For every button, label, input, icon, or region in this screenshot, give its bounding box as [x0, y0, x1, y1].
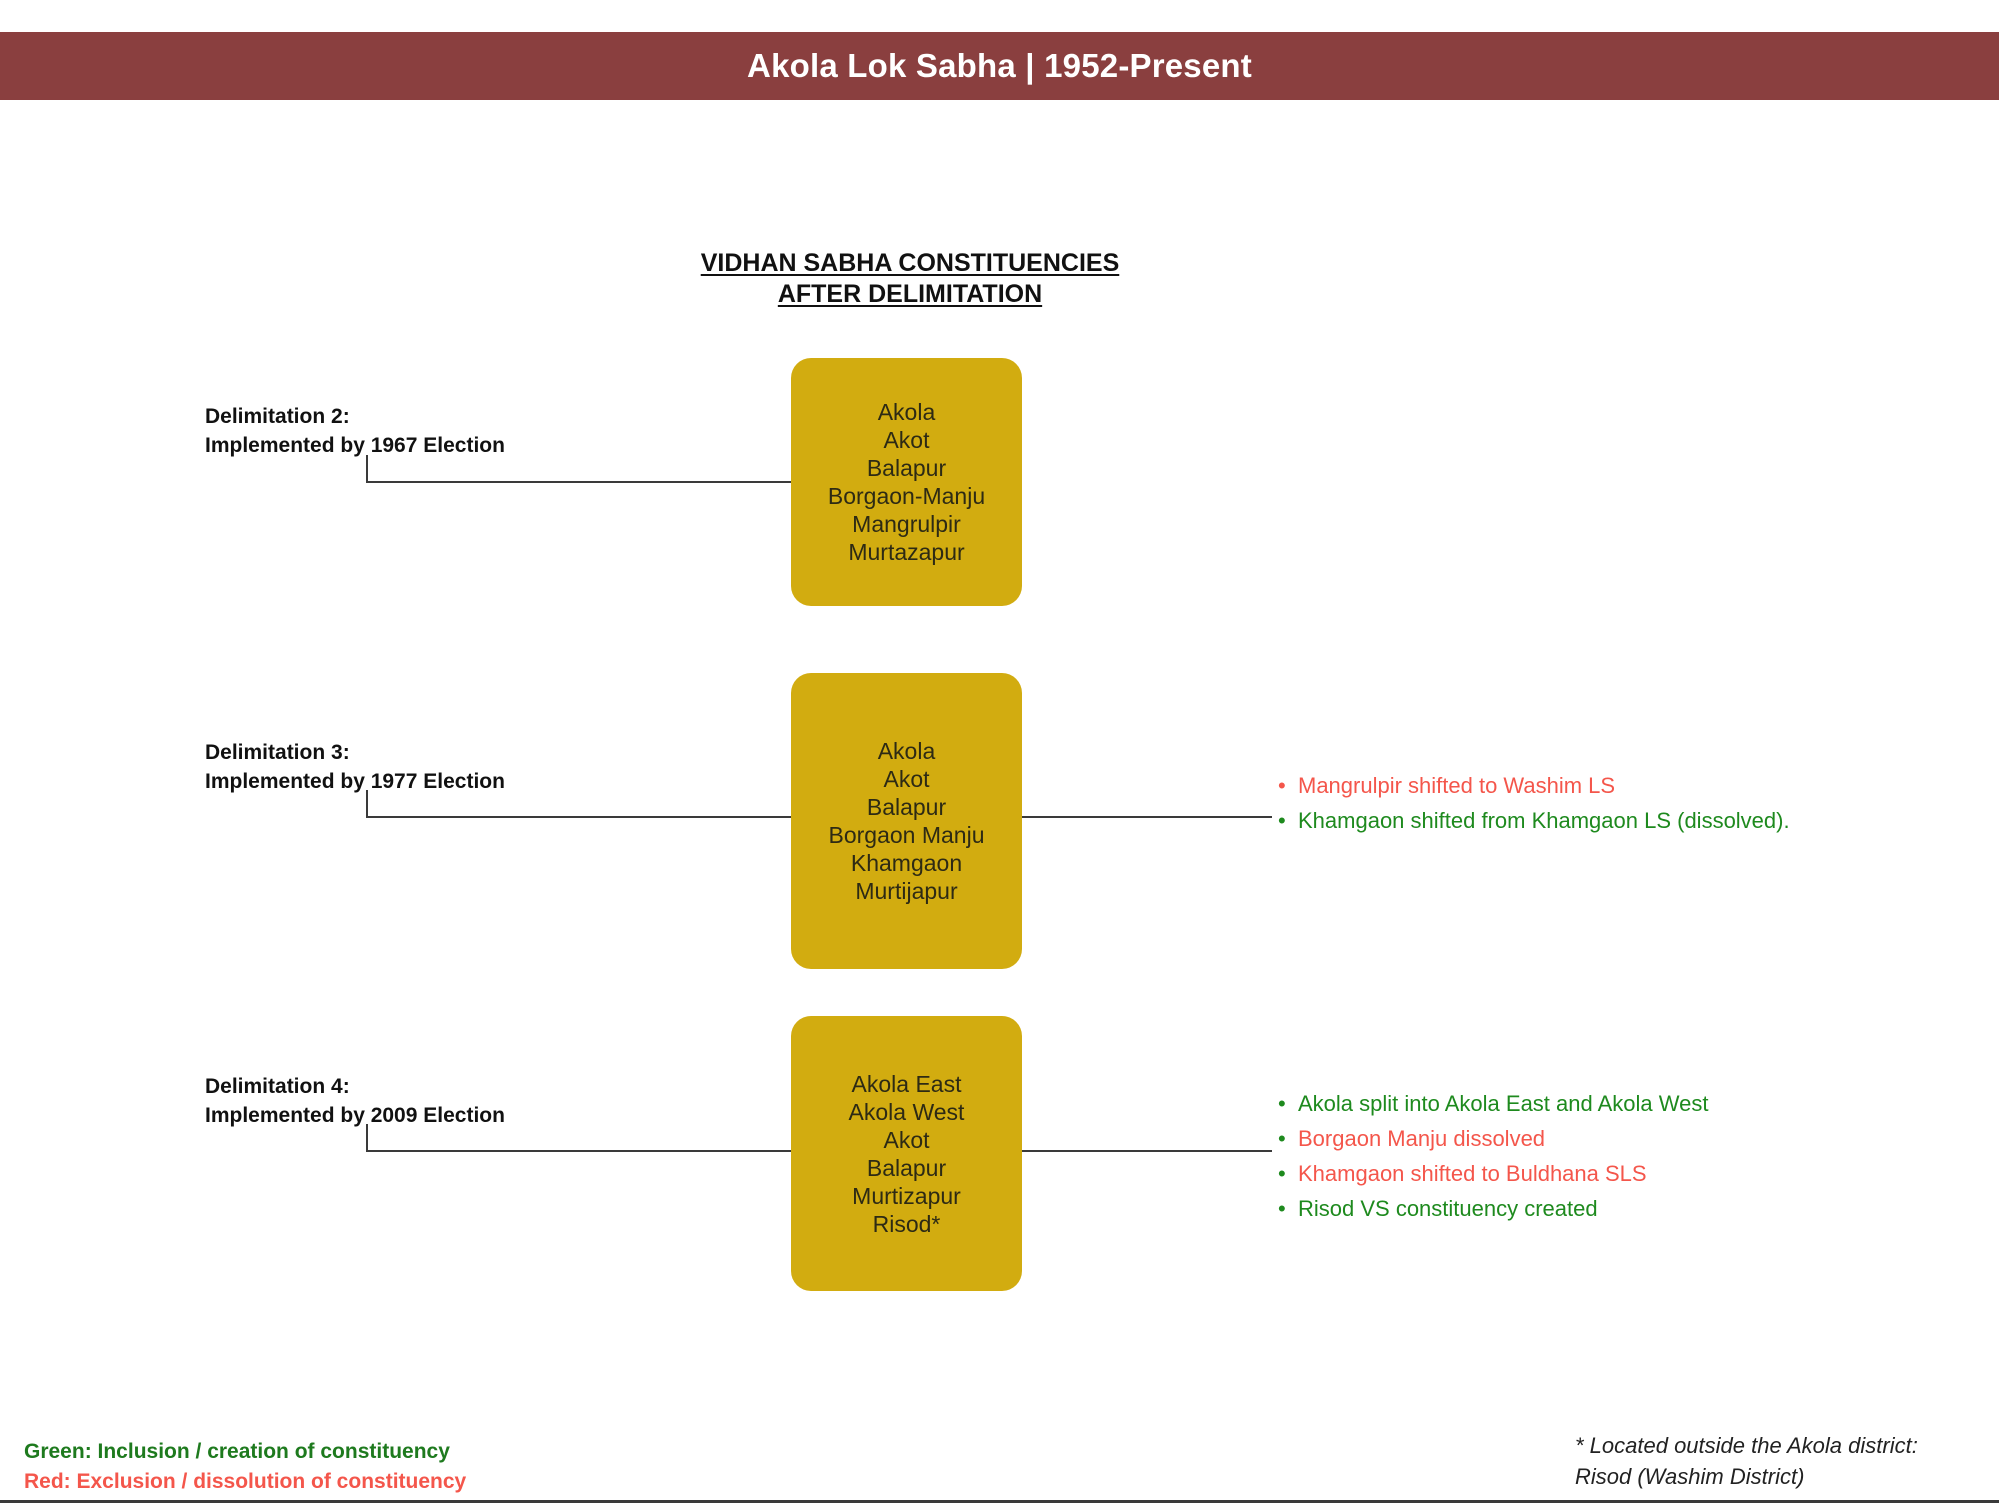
constituency-list-3: Akola Akot Balapur Borgaon Manju Khamgao… — [829, 737, 985, 905]
note-item: • Khamgaon shifted from Khamgaon LS (dis… — [1278, 803, 1790, 838]
constituency-item: Khamgaon — [850, 850, 963, 876]
delimitation-label-4-line-2: Implemented by 2009 Election — [205, 1104, 505, 1127]
constituency-item: Akot — [883, 766, 930, 792]
legend: Green: Inclusion / creation of constitue… — [24, 1437, 466, 1497]
constituency-item: Akola — [877, 738, 936, 764]
constituency-item: Mangrulpir — [852, 511, 961, 537]
bullet-icon: • — [1278, 773, 1286, 798]
bullet-icon: • — [1278, 1091, 1286, 1116]
constituency-item: Akot — [883, 427, 930, 453]
constituency-item: Borgaon-Manju — [827, 483, 986, 509]
note-item: • Borgaon Manju dissolved — [1278, 1121, 1709, 1156]
bullet-icon: • — [1278, 808, 1286, 833]
note-item: • Akola split into Akola East and Akola … — [1278, 1086, 1709, 1121]
legend-green-line: Green: Inclusion / creation of constitue… — [24, 1440, 450, 1463]
constituency-item: Balapur — [866, 794, 947, 820]
notes-delimitation-3: • Mangrulpir shifted to Washim LS • Kham… — [1278, 768, 1790, 838]
delimitation-label-2: Delimitation 2: Implemented by 1967 Elec… — [205, 402, 505, 460]
constituency-item: Akola West — [848, 1098, 965, 1125]
note-item: • Mangrulpir shifted to Washim LS — [1278, 768, 1790, 803]
legend-red-line: Red: Exclusion / dissolution of constitu… — [24, 1470, 467, 1493]
footnote-line-1: * Located outside the Akola district: — [1575, 1433, 1918, 1458]
footnote: * Located outside the Akola district: Ri… — [1575, 1430, 1918, 1492]
note-text: Khamgaon shifted to Buldhana SLS — [1298, 1161, 1647, 1186]
constituency-box-delimitation-2: Akola Akot Balapur Borgaon-Manju Mangrul… — [791, 358, 1022, 606]
delimitation-label-4: Delimitation 4: Implemented by 2009 Elec… — [205, 1072, 505, 1130]
connector-vertical-3 — [366, 790, 368, 818]
connector-horizontal-4-right — [1022, 1150, 1272, 1152]
connector-vertical-2 — [366, 455, 368, 483]
section-heading: VIDHAN SABHA CONSTITUENCIES AFTER DELIMI… — [0, 248, 1820, 310]
notes-delimitation-4: • Akola split into Akola East and Akola … — [1278, 1086, 1709, 1226]
section-heading-line-2: AFTER DELIMITATION — [777, 280, 1043, 308]
delimitation-label-4-line-1: Delimitation 4: — [205, 1075, 350, 1098]
constituency-item: Akot — [883, 1126, 930, 1153]
constituency-list-4: Akola East Akola West Akot Balapur Murti… — [849, 1070, 965, 1238]
note-text: Risod VS constituency created — [1298, 1196, 1598, 1221]
bullet-icon: • — [1278, 1161, 1286, 1186]
connector-horizontal-2 — [366, 481, 792, 483]
delimitation-label-2-line-2: Implemented by 1967 Election — [205, 434, 505, 457]
connector-horizontal-3 — [366, 816, 792, 818]
constituency-box-delimitation-3: Akola Akot Balapur Borgaon Manju Khamgao… — [791, 673, 1022, 969]
connector-horizontal-4 — [366, 1150, 792, 1152]
constituency-item: Akola — [877, 399, 936, 425]
note-text: Borgaon Manju dissolved — [1298, 1126, 1546, 1151]
note-text: Khamgaon shifted from Khamgaon LS (disso… — [1298, 808, 1790, 833]
constituency-item: Akola East — [851, 1070, 962, 1097]
bullet-icon: • — [1278, 1126, 1286, 1151]
note-item: • Risod VS constituency created — [1278, 1191, 1709, 1226]
delimitation-label-2-line-1: Delimitation 2: — [205, 405, 350, 428]
constituency-list-2: Akola Akot Balapur Borgaon-Manju Mangrul… — [828, 398, 985, 566]
constituency-box-delimitation-4: Akola East Akola West Akot Balapur Murti… — [791, 1016, 1022, 1291]
delimitation-label-3: Delimitation 3: Implemented by 1977 Elec… — [205, 738, 505, 796]
constituency-item: Balapur — [866, 1154, 947, 1181]
delimitation-label-3-line-2: Implemented by 1977 Election — [205, 770, 505, 793]
bullet-icon: • — [1278, 1196, 1286, 1221]
note-text: Mangrulpir shifted to Washim LS — [1298, 773, 1616, 798]
footnote-line-2: Risod (Washim District) — [1575, 1464, 1805, 1489]
title-banner: Akola Lok Sabha | 1952-Present — [0, 32, 1999, 100]
constituency-item: Borgaon Manju — [828, 822, 985, 848]
constituency-item: Murtizapur — [852, 1182, 961, 1209]
note-item: • Khamgaon shifted to Buldhana SLS — [1278, 1156, 1709, 1191]
constituency-item: Murtijapur — [855, 878, 958, 904]
note-text: Akola split into Akola East and Akola We… — [1298, 1091, 1709, 1116]
constituency-item: Balapur — [866, 455, 947, 481]
constituency-item: Risod* — [872, 1210, 941, 1237]
section-heading-line-1: VIDHAN SABHA CONSTITUENCIES — [700, 249, 1120, 277]
constituency-item: Murtazapur — [848, 539, 965, 565]
page-title: Akola Lok Sabha | 1952-Present — [747, 47, 1252, 84]
connector-horizontal-3-right — [1022, 816, 1272, 818]
delimitation-label-3-line-1: Delimitation 3: — [205, 741, 350, 764]
connector-vertical-4 — [366, 1124, 368, 1152]
